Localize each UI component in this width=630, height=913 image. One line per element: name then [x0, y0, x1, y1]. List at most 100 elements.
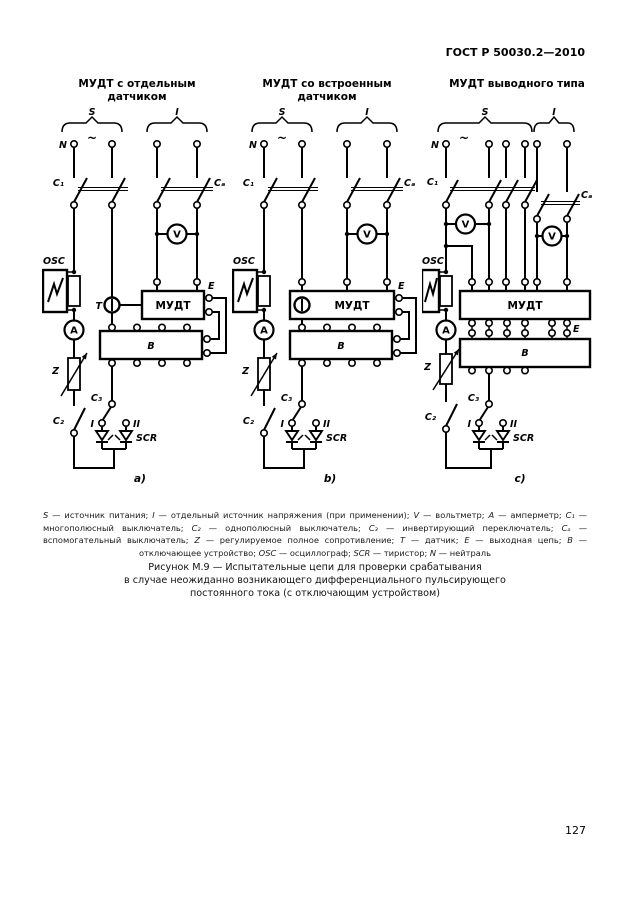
switch-c2 [69, 407, 86, 437]
legend-item: Cₐ — вспомогательный выключатель; [43, 522, 588, 546]
switch-ca [533, 193, 580, 224]
output-label: E [208, 281, 215, 292]
diagram-sub-label: b) [324, 473, 336, 485]
trip-label: B [521, 348, 528, 359]
output-label: E [573, 324, 580, 335]
legend-item: Z — регулируемое полное сопротивление; [194, 535, 401, 546]
circuit-diagram-b: S I ~ N C₁ Cₐ [232, 107, 417, 485]
ammeter-letter: A [260, 326, 268, 337]
supply-terminals [441, 139, 572, 148]
diagram-title-line1: МУДТ с отдельным [78, 78, 196, 90]
oscillogram-icon [237, 277, 254, 303]
source-brace [251, 115, 313, 133]
c2-label: C₂ [425, 412, 437, 423]
aux-wires [536, 222, 568, 279]
switch-c1 [259, 177, 318, 210]
voltmeter: V [166, 223, 188, 245]
return-rail [263, 436, 305, 469]
legend-item: SCR — тиристор; [353, 548, 430, 559]
ac-wave-symbol: ~ [277, 131, 287, 145]
legend-item: T — датчик; [400, 535, 465, 546]
supply-drop-wires [445, 208, 526, 279]
diagram-title-line1: МУДТ со встроенным [262, 78, 392, 90]
diagram-title-line1: МУДТ выводного типа [449, 78, 585, 90]
neutral-label: N [431, 140, 439, 151]
thyristor-pair [471, 426, 511, 468]
impedance-z [250, 352, 278, 397]
junction [194, 231, 200, 237]
trip-block [458, 337, 592, 369]
junction [384, 231, 390, 237]
voltmeter-letter: V [173, 230, 181, 241]
impedance-label: Z [241, 366, 250, 377]
return-rail [445, 432, 492, 469]
shunt-resistor [257, 275, 271, 307]
c3-label: C₃ [91, 393, 103, 404]
neutral-label: N [249, 140, 257, 151]
shunt-resistor [439, 275, 453, 307]
position-i-label: I [90, 419, 94, 430]
sensor-label: T [96, 301, 104, 312]
output-label: E [398, 281, 405, 292]
switch-c2 [441, 403, 458, 433]
junction [486, 221, 492, 227]
junction [443, 221, 449, 227]
c1-label: C₁ [53, 178, 64, 189]
figure-caption: Рисунок М.9 — Испытательные цепи для про… [0, 561, 630, 600]
neutral-label: N [59, 140, 67, 151]
caption-line: в случае неожиданно возникающего диффере… [124, 575, 506, 586]
mudt-label: МУДТ [507, 300, 543, 312]
legend-item: OSC — осциллограф; [258, 548, 354, 559]
scr-label: SCR [326, 433, 347, 444]
switch-ca [343, 177, 403, 210]
legend-item: C₃ — инвертирующий переключатель; [368, 522, 562, 533]
voltmeter: V [356, 223, 378, 245]
aux-source-label: I [175, 107, 179, 118]
source-brace [61, 115, 123, 133]
aux-source-brace [533, 115, 575, 133]
junction [154, 231, 160, 237]
device-input-terminals [467, 278, 572, 291]
switch-c2 [259, 407, 276, 437]
voltmeter-letter: V [462, 220, 470, 231]
c3-label: C₃ [468, 393, 480, 404]
supply-wires [73, 147, 198, 178]
voltmeter-aux: V [541, 225, 563, 247]
output-terminal-pairs [467, 319, 572, 339]
oscilloscope [42, 268, 74, 314]
caption-line: Рисунок М.9 — Испытательные цепи для про… [148, 562, 482, 573]
aux-source-brace [336, 115, 398, 133]
trip-terminals [298, 323, 382, 368]
switch-ca [153, 177, 213, 210]
aux-source-brace [146, 115, 208, 133]
aux-source-label: I [365, 107, 369, 118]
impedance-z [60, 352, 88, 397]
thyristor-pair [94, 426, 134, 468]
osc-label: OSC [43, 256, 65, 267]
shunt-resistor [67, 275, 81, 307]
diagram-column-a: МУДТ с отдельным датчиком S I ~ N [42, 78, 232, 486]
junction [564, 233, 570, 239]
ammeter: A [435, 319, 457, 341]
switch-c3 [287, 399, 321, 427]
neutral-branch [446, 245, 473, 279]
diagram-column-c: МУДТ выводного типа S I ~ N [422, 78, 612, 486]
ca-label: Cₐ [214, 178, 225, 189]
legend-item: C₁ — многополюсный выключатель; [43, 510, 588, 533]
diagram-sub-label: c) [514, 473, 525, 485]
terminal [383, 278, 392, 287]
legend-item: E — выходная цепь; [464, 535, 568, 546]
terminal [343, 278, 352, 287]
trip-label: B [147, 341, 154, 352]
position-ii-label: II [133, 419, 141, 430]
c1-label: C₁ [243, 178, 254, 189]
junction [344, 231, 350, 237]
c3-label: C₃ [281, 393, 293, 404]
switch-c1 [441, 179, 538, 210]
mudt-block [140, 289, 206, 321]
legend-item: I — отдельный источник напряжения (при п… [152, 510, 414, 521]
junction [534, 233, 540, 239]
legend-item: C₂ — однополюсный выключатель; [191, 522, 369, 533]
ca-label: Cₐ [581, 190, 592, 201]
ca-label: Cₐ [404, 178, 415, 189]
